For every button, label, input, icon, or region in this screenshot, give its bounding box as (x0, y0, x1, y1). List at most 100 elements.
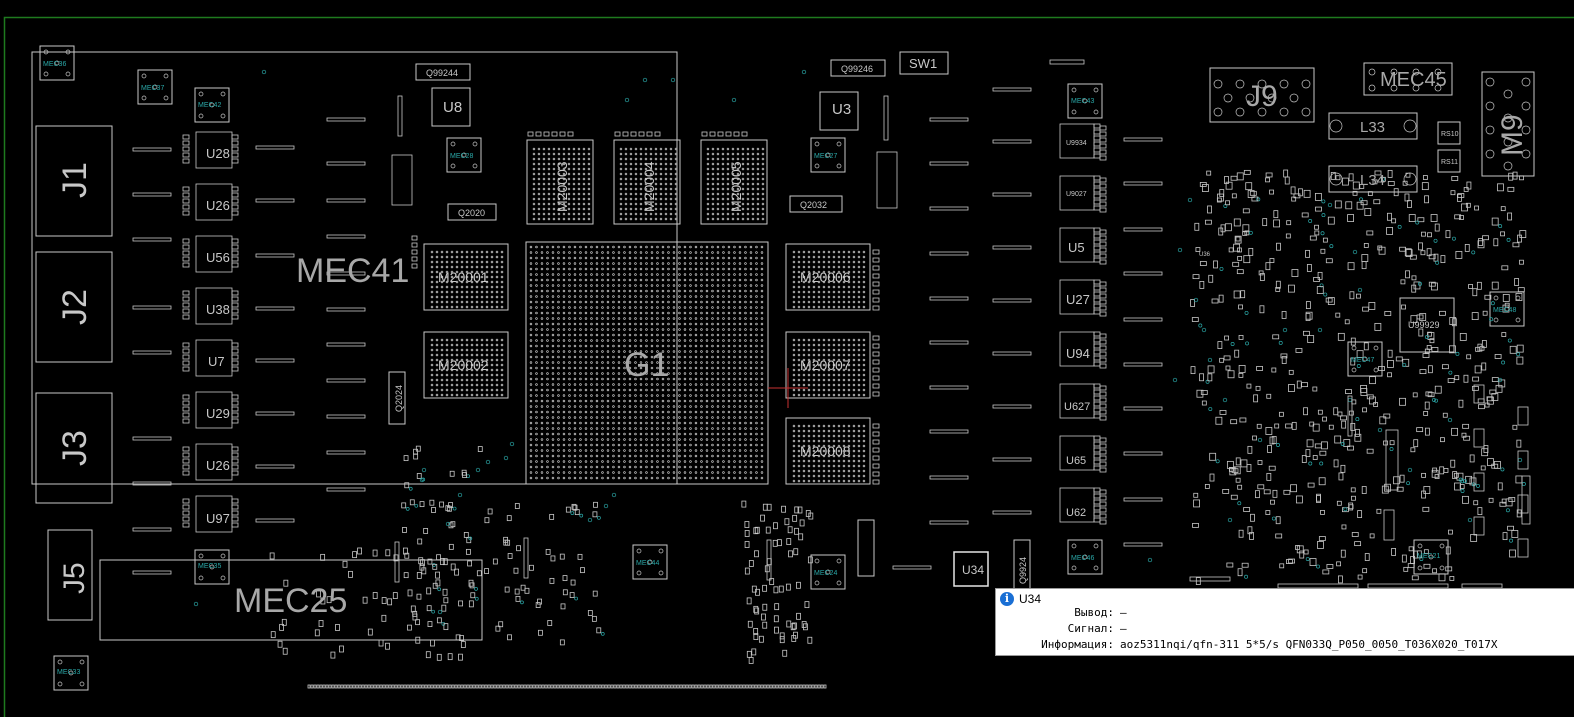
q99246-box[interactable] (830, 59, 886, 77)
label-u9934: U9934 (1066, 140, 1087, 147)
label-mec44: MEC44 (636, 560, 659, 567)
mec33-box[interactable] (53, 655, 89, 691)
info-value: aoz5311nqi/qfn-311 5*5/s QFN033Q_P050_00… (1120, 638, 1498, 651)
connector-j5[interactable] (47, 529, 93, 621)
component-m9[interactable] (1481, 71, 1535, 177)
label-sw1: SW1 (909, 56, 937, 71)
label-u5: U5 (1068, 240, 1085, 255)
inductor-l34[interactable] (1328, 165, 1418, 193)
label-u38: U38 (206, 302, 230, 317)
mem-m20004[interactable] (613, 139, 681, 225)
label-l33: L33 (1360, 119, 1385, 136)
label-u56: U56 (206, 250, 230, 265)
resistor-rs10[interactable] (1437, 121, 1461, 145)
connector-j9[interactable] (1209, 67, 1315, 123)
chip-u8[interactable] (431, 87, 471, 127)
mem-m20002[interactable] (423, 331, 509, 399)
label-u3: U3 (832, 101, 851, 118)
label-m20005: M20005 (728, 161, 744, 212)
chip-u3[interactable] (819, 91, 859, 131)
mec21-box[interactable] (1413, 539, 1449, 575)
info-icon: i (1000, 592, 1014, 606)
label-l34: L34 (1360, 172, 1385, 189)
mec44-box[interactable] (632, 544, 668, 580)
label-g1: G1 (624, 346, 669, 384)
mec27-box[interactable] (810, 137, 846, 173)
connector-j2[interactable] (35, 251, 113, 363)
q2032-box[interactable] (789, 195, 843, 213)
chip-u34[interactable] (953, 551, 989, 587)
connector-j1[interactable] (35, 125, 113, 237)
mec43-box[interactable] (1067, 83, 1103, 119)
mec35-box[interactable] (194, 549, 230, 585)
label-mec41: MEC41 (296, 252, 409, 290)
label-mec35: MEC35 (198, 563, 221, 570)
label-mec28: MEC28 (450, 153, 473, 160)
label-u97: U97 (206, 511, 230, 526)
label-j5: J5 (58, 562, 91, 594)
label-u26b: U26 (206, 458, 230, 473)
label-u94: U94 (1066, 346, 1090, 361)
label-u26a: U26 (206, 198, 230, 213)
label-m20007: M20007 (800, 357, 851, 373)
label-mec21: MEC21 (1417, 553, 1440, 560)
resistor-rs11[interactable] (1437, 149, 1461, 173)
region-mec25 (99, 559, 483, 641)
label-rs11: RS11 (1441, 159, 1458, 166)
mec42-box[interactable] (194, 87, 230, 123)
label-mec24: MEC24 (814, 570, 837, 577)
mem-m20007[interactable] (785, 331, 871, 399)
label-m20003: M20003 (554, 161, 570, 212)
inductor-l33[interactable] (1328, 112, 1418, 140)
label-q99246: Q99246 (841, 64, 873, 74)
q-box-mid[interactable] (857, 519, 875, 577)
mem-m20001[interactable] (423, 243, 509, 311)
mec36-box[interactable] (39, 45, 75, 81)
label-u34: U34 (962, 563, 984, 577)
label-q2032: Q2032 (800, 200, 827, 210)
label-u36: U36 (1199, 252, 1211, 258)
q2020-box[interactable] (447, 203, 497, 221)
mec37-box[interactable] (137, 69, 173, 105)
mec45-box[interactable] (1363, 62, 1453, 96)
gpu-g1[interactable] (525, 241, 769, 485)
label-mec42: MEC42 (198, 102, 221, 109)
mec46b-box[interactable] (1067, 539, 1103, 575)
mec47-box[interactable] (1347, 341, 1383, 377)
mec48-box[interactable] (1489, 291, 1525, 327)
mem-m20003[interactable] (526, 139, 594, 225)
label-q2024: Q2024 (394, 385, 404, 412)
tooltip-row-pin: Вывод:— (996, 606, 1126, 621)
switch-sw1[interactable] (899, 51, 949, 75)
mec24-box[interactable] (810, 554, 846, 590)
label-mec25: MEC25 (234, 582, 347, 620)
label-u27: U27 (1066, 292, 1090, 307)
chip-u99929[interactable] (1399, 297, 1455, 353)
mem-m20006[interactable] (785, 243, 871, 311)
mec28-box[interactable] (446, 137, 482, 173)
label-j9: J9 (1246, 80, 1278, 113)
label-rs10: RS10 (1441, 131, 1459, 138)
info-label: Информация: (1041, 638, 1114, 651)
pcb-detail-layer (43, 49, 1531, 689)
connector-j3[interactable] (35, 392, 113, 504)
label-u627: U627 (1064, 401, 1090, 413)
label-u7: U7 (208, 354, 225, 369)
tooltip-row-signal: Сигнал: — (996, 622, 1127, 637)
label-u99929: U99929 (1408, 320, 1440, 330)
label-m20004: M20004 (641, 161, 657, 212)
q99244-box[interactable] (415, 63, 471, 81)
mem-m20008[interactable] (785, 417, 871, 485)
label-j2: J2 (56, 289, 94, 325)
signal-value: — (1120, 622, 1127, 635)
label-u28: U28 (206, 146, 230, 161)
label-m20002: M20002 (438, 357, 489, 373)
label-u29: U29 (206, 406, 230, 421)
mem-m20005[interactable] (700, 139, 768, 225)
signal-label: Сигнал: (1067, 622, 1114, 635)
q2024-box[interactable] (388, 371, 406, 425)
label-q9924: Q9924 (1018, 557, 1028, 584)
label-mec45: MEC45 (1380, 69, 1447, 91)
label-q2020: Q2020 (458, 208, 485, 218)
